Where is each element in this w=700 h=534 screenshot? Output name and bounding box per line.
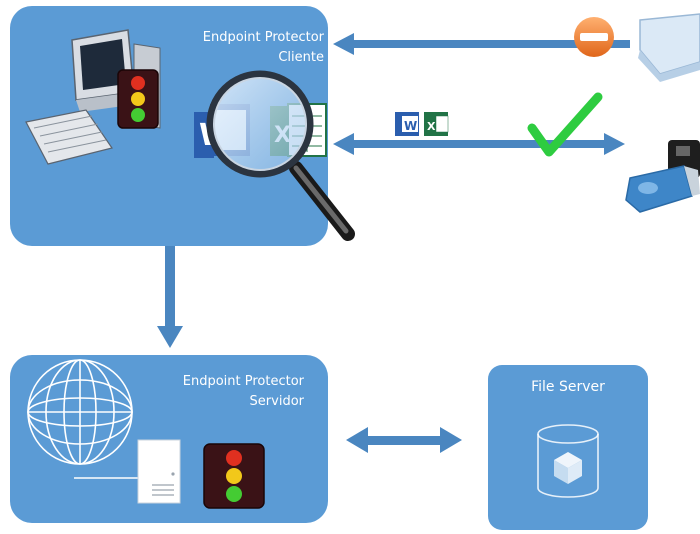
server-title-line1: Endpoint Protector [182, 374, 304, 389]
server-title: Endpoint Protector Servidor [104, 372, 304, 412]
excel-small-letter: X [427, 120, 436, 133]
client-title-line2: Cliente [278, 50, 324, 65]
usb-stick-icon [625, 140, 700, 213]
check-icon [527, 92, 603, 157]
magnifier-icon [206, 70, 355, 241]
word-small-icon: W [395, 112, 419, 136]
allowed-transfer-arrow [333, 133, 625, 155]
word-small-letter: W [404, 119, 417, 133]
excel-small-icon: X [424, 112, 449, 136]
file-server-title: File Server [531, 379, 605, 395]
server-title-line2: Servidor [249, 394, 304, 409]
cube-icon [554, 452, 582, 484]
server-fileserver-arrow [346, 427, 462, 453]
client-title: Endpoint Protector Cliente [124, 28, 324, 68]
server-tower-icon [137, 439, 181, 504]
server-traffic-light-icon [203, 443, 265, 509]
globe-icon [27, 359, 133, 465]
client-server-arrow [157, 246, 183, 348]
external-drive-icon [638, 13, 700, 82]
database-icon [537, 424, 599, 498]
file-server-box [488, 365, 648, 530]
blocked-icon [574, 17, 614, 57]
client-traffic-light-icon [117, 69, 159, 129]
client-title-line1: Endpoint Protector [202, 30, 324, 45]
blocked-transfer-arrow [333, 33, 630, 55]
